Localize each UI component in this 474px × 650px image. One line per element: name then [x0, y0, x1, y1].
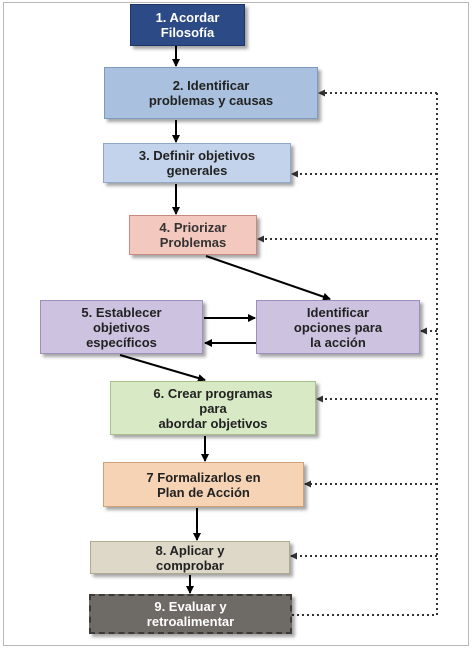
feedback-line — [292, 93, 438, 616]
arrow-4-options — [205, 255, 331, 301]
step-1-box: 1. Acordar Filosofía — [130, 4, 245, 46]
identify-options-box: Identificar opciones para la acción — [256, 300, 420, 354]
step-4-box: 4. Priorizar Problemas — [129, 215, 257, 255]
step-3-box: 3. Definir objetivos generales — [103, 143, 291, 183]
step-8-box: 8. Aplicar y comprobar — [90, 541, 290, 574]
arrow-5-6 — [119, 354, 206, 382]
step-5-box: 5. Establecer objetivos específicos — [40, 300, 203, 354]
step-9-box: 9. Evaluar y retroalimentar — [89, 594, 292, 634]
step-7-box: 7 Formalizarlos en Plan de Acción — [103, 462, 304, 507]
step-6-box: 6. Crear programas para abordar objetivo… — [110, 381, 316, 435]
step-2-box: 2. Identificar problemas y causas — [104, 67, 318, 119]
